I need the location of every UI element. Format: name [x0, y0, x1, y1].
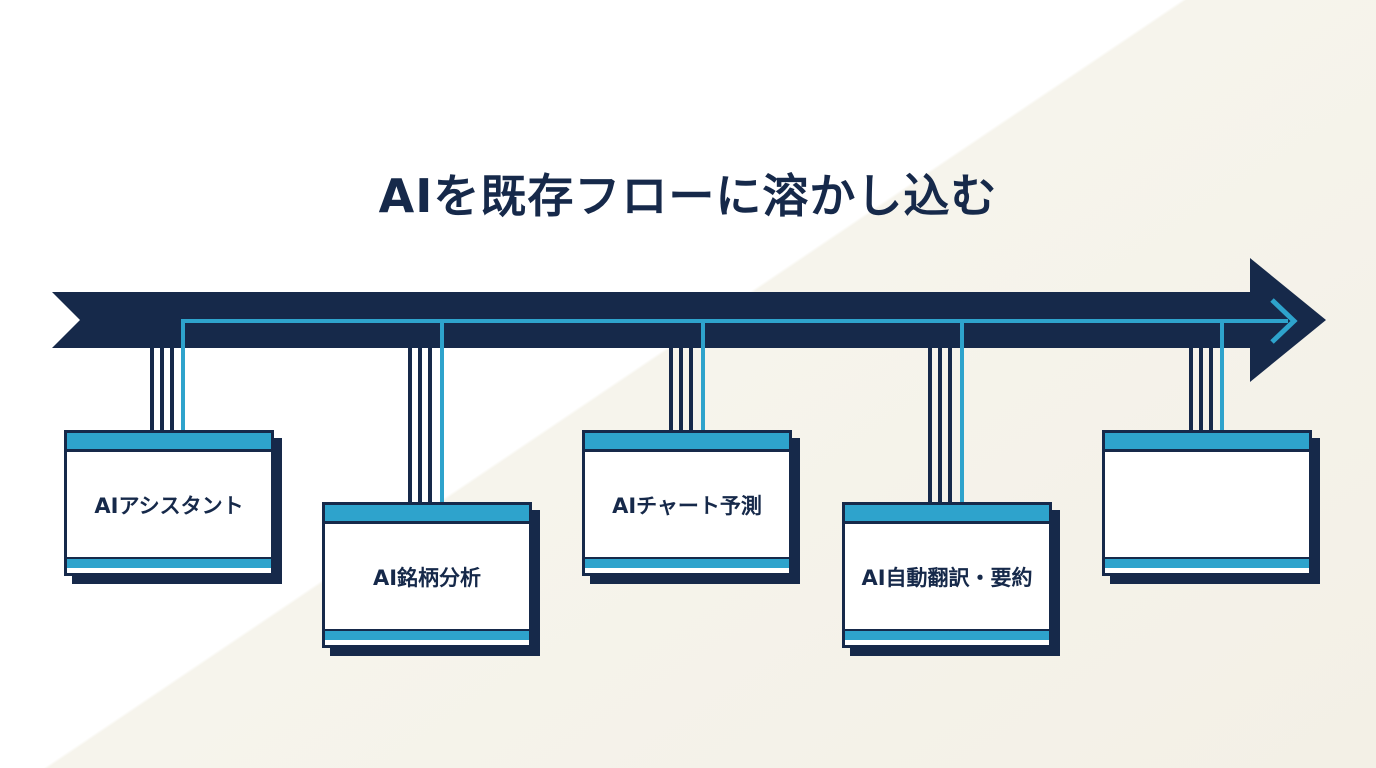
card-ai-stock-analysis: AI銘柄分析	[322, 502, 532, 648]
card-label: AI銘柄分析	[372, 565, 482, 590]
card-footer-bar	[325, 629, 529, 640]
card-footer-bar	[585, 557, 789, 568]
card-header-bar	[585, 433, 789, 452]
page-title: AIを既存フローに溶かし込む	[378, 169, 998, 223]
connector-2	[408, 321, 444, 504]
connector-5	[1189, 321, 1224, 432]
card-ai-assistant: AIアシスタント	[64, 430, 274, 576]
card-empty	[1102, 430, 1312, 576]
card-header-bar	[845, 505, 1049, 524]
connector-3	[669, 321, 705, 432]
card-ai-translation-summary: AI自動翻訳・要約	[842, 502, 1052, 648]
card-header-bar	[325, 505, 529, 524]
card-header-bar	[67, 433, 271, 452]
card-label: AI自動翻訳・要約	[861, 565, 1033, 590]
card-label	[1105, 452, 1309, 557]
connector-1	[150, 348, 185, 432]
card-label: AIアシスタント	[94, 493, 244, 518]
card-footer-bar	[1105, 557, 1309, 568]
card-header-bar	[1105, 433, 1309, 452]
card-footer-bar	[67, 557, 271, 568]
card-ai-chart-forecast: AIチャート予測	[582, 430, 792, 576]
card-label: AIチャート予測	[612, 493, 762, 518]
connector-4	[928, 321, 964, 504]
card-footer-bar	[845, 629, 1049, 640]
flow-inner-arrowhead	[1270, 298, 1298, 344]
